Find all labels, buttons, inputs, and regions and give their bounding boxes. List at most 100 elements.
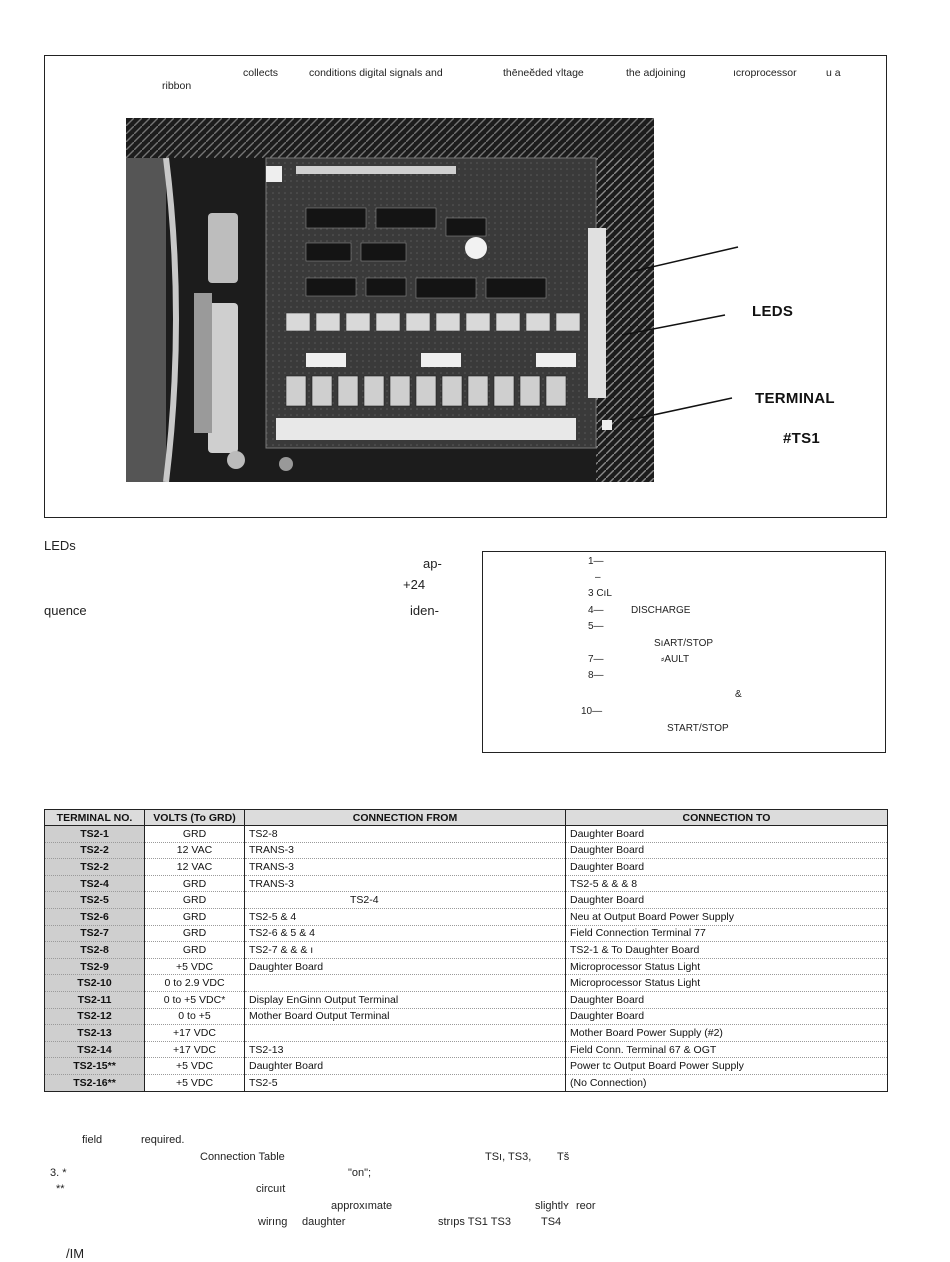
- to-cell: Neu at Output Board Power Supply: [565, 908, 888, 926]
- terminal-cell: TS2-2: [44, 858, 145, 876]
- to-cell: Daughter Board: [565, 858, 888, 876]
- terminal-cell: TS2-9: [44, 958, 145, 976]
- to-cell: TS2-5 & & & 8: [565, 875, 888, 893]
- terminal-cell: TS2-4: [44, 875, 145, 893]
- terminal-cell: TS2-12: [44, 1008, 145, 1026]
- from-cell: Mother Board Output Terminal: [244, 1008, 566, 1026]
- header-connection-from: CONNECTION FROM: [244, 809, 566, 826]
- to-cell: Field Conn. Terminal 67 & OGT: [565, 1041, 888, 1059]
- footnote-circuit: circuıt: [256, 1183, 286, 1195]
- led-item-9-text: &: [735, 689, 742, 700]
- terminal-cell: TS2-7: [44, 925, 145, 943]
- volts-cell: +5 VDC: [144, 1057, 245, 1075]
- footnote-ts-list: TSı, TS3,: [485, 1151, 532, 1163]
- caption-word-3: thēneĕded ʏltage: [503, 67, 584, 79]
- terminal-cell: TS2-8: [44, 941, 145, 959]
- body-fragment-quence: quence: [44, 603, 87, 618]
- leader-lines: [621, 246, 739, 421]
- volts-cell: GRD: [144, 908, 245, 926]
- header-connection-to: CONNECTION TO: [565, 809, 888, 826]
- led-item-4-text: DISCHARGE: [631, 605, 691, 616]
- body-fragment-plus24: +24: [403, 577, 426, 592]
- led-item-3-num: 3 CıL: [588, 588, 612, 599]
- led-list-box: 1— – 3 CıL 4— DISCHARGE 5— SıART/STOP 7—…: [482, 551, 886, 753]
- terminal-cell: TS2-5: [44, 891, 145, 909]
- led-item-7-text: ⸗AULT: [661, 654, 690, 665]
- label-leds: LEDS: [752, 303, 794, 320]
- circuit-board-illustration: [126, 118, 654, 482]
- from-cell: TS2-5: [244, 1074, 566, 1092]
- caption-word-2: conditions digital signals and: [309, 67, 443, 79]
- volts-cell: 0 to +5 VDC*: [144, 991, 245, 1009]
- volts-cell: GRD: [144, 941, 245, 959]
- terminal-cell: TS2-16**: [44, 1074, 145, 1092]
- footnote-required: required.: [141, 1134, 185, 1146]
- table-header-row: TERMINAL NO. VOLTS (To GRD) CONNECTION F…: [44, 809, 888, 826]
- footnote-on: "on";: [348, 1167, 372, 1179]
- terminal-cell: TS2-10: [44, 974, 145, 992]
- from-cell: TRANS-3: [244, 842, 566, 860]
- from-cell: TRANS-3: [244, 875, 566, 893]
- volts-cell: +17 VDC: [144, 1041, 245, 1059]
- volts-cell: GRD: [144, 925, 245, 943]
- from-cell: TS2-6 & 5 & 4: [244, 925, 566, 943]
- to-cell: Daughter Board: [565, 825, 888, 843]
- terminal-cell: TS2-14: [44, 1041, 145, 1059]
- led-item-4-num: 4—: [588, 605, 604, 616]
- footnote-wiring: wirıng: [258, 1216, 288, 1228]
- terminal-cell: TS2-13: [44, 1024, 145, 1042]
- from-cell: TS2-5 & 4: [244, 908, 566, 926]
- led-item-6-text: SıART/STOP: [654, 638, 714, 649]
- to-cell: (No Connection): [565, 1074, 888, 1092]
- footnote-slightly: slightlʏ: [535, 1200, 569, 1212]
- from-cell: TS2-8: [244, 825, 566, 843]
- from-cell: TRANS-3: [244, 858, 566, 876]
- volts-cell: 0 to +5: [144, 1008, 245, 1026]
- from-cell: Daughter Board: [244, 958, 566, 976]
- volts-cell: +17 VDC: [144, 1024, 245, 1042]
- caption-word-4: the adjoining: [626, 67, 686, 79]
- header-volts: VOLTS (To GRD): [144, 809, 245, 826]
- footnote-double-star: **: [56, 1183, 65, 1195]
- to-cell: Daughter Board: [565, 991, 888, 1009]
- volts-cell: 12 VAC: [144, 842, 245, 860]
- caption-word-5: ıcroprocessor: [733, 67, 797, 79]
- volts-cell: 12 VAC: [144, 858, 245, 876]
- from-cell: Daughter Board: [244, 1057, 566, 1075]
- led-item-11-text: START/STOP: [667, 723, 729, 734]
- terminal-cell: TS2-1: [44, 825, 145, 843]
- led-item-2-num: –: [595, 572, 601, 583]
- caption-word-6: u a: [826, 67, 841, 79]
- terminal-cell: TS2-11: [44, 991, 145, 1009]
- label-ts1: #TS1: [783, 430, 821, 447]
- footnote-im: /IM: [66, 1246, 85, 1261]
- led-item-1-num: 1—: [588, 556, 604, 567]
- caption-line-2: ribbon: [162, 80, 192, 92]
- footnote-ts-short: Tš: [557, 1151, 570, 1163]
- circuit-board-photo: [126, 118, 654, 482]
- terminal-cell: TS2-6: [44, 908, 145, 926]
- terminal-cell: TS2-15**: [44, 1057, 145, 1075]
- to-cell: Field Connection Terminal 77: [565, 925, 888, 943]
- led-item-10-num: 10—: [581, 706, 603, 717]
- caption-word-1: collects: [243, 67, 279, 79]
- footnote-daughter: daughter: [302, 1216, 346, 1228]
- body-fragment-ap: ap-: [423, 556, 442, 571]
- volts-cell: 0 to 2.9 VDC: [144, 974, 245, 992]
- footnote-connection-table: Connection Table: [200, 1151, 285, 1163]
- led-item-5-num: 5—: [588, 621, 604, 632]
- to-cell: Daughter Board: [565, 842, 888, 860]
- label-terminal: TERMINAL: [755, 390, 835, 407]
- to-cell: Daughter Board: [565, 891, 888, 909]
